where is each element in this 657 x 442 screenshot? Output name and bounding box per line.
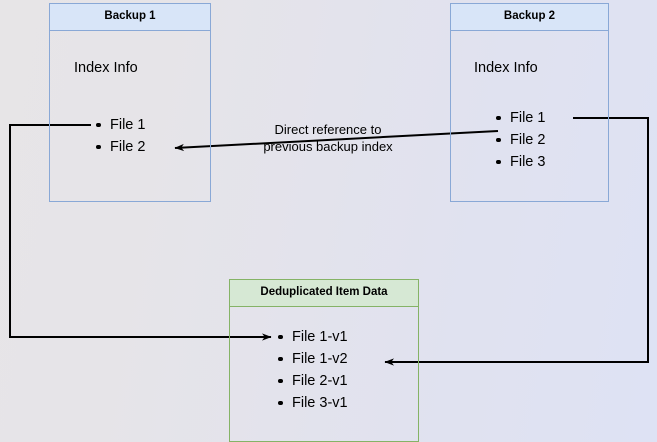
edge-backup1-to-dedup	[9, 124, 272, 341]
list-item: File 1-v1	[278, 326, 348, 348]
node-deduplicated-item-data-body: File 1-v1 File 1-v2 File 2-v1 File 3-v1	[230, 307, 418, 441]
list-item: File 3-v1	[278, 392, 348, 414]
node-backup-2-header: Backup 2	[451, 4, 608, 31]
node-backup-1-body: Index Info File 1 File 2	[50, 31, 210, 201]
list-item: File 3	[496, 151, 545, 173]
list-item: File 1	[496, 107, 545, 129]
node-backup-1-header: Backup 1	[50, 4, 210, 31]
node-deduplicated-item-data[interactable]: Deduplicated Item Data File 1-v1 File 1-…	[229, 279, 419, 442]
node-backup-1[interactable]: Backup 1 Index Info File 1 File 2	[49, 3, 211, 202]
list-item: File 2	[96, 136, 145, 158]
node-backup-2[interactable]: Backup 2 Index Info File 1 File 2 File 3	[450, 3, 609, 202]
edge-label-direct-reference: Direct reference to previous backup inde…	[263, 122, 393, 154]
edge-backup2-to-dedup	[384, 117, 649, 366]
node-backup-2-section-label: Index Info	[474, 59, 538, 76]
node-backup-1-file-list: File 1 File 2	[96, 114, 145, 158]
node-backup-1-section-label: Index Info	[74, 59, 138, 76]
node-backup-2-body: Index Info File 1 File 2 File 3	[451, 31, 608, 201]
node-deduplicated-item-data-file-list: File 1-v1 File 1-v2 File 2-v1 File 3-v1	[278, 326, 348, 414]
list-item: File 2-v1	[278, 370, 348, 392]
node-backup-2-file-list: File 1 File 2 File 3	[496, 107, 545, 173]
node-deduplicated-item-data-header: Deduplicated Item Data	[230, 280, 418, 307]
list-item: File 1	[96, 114, 145, 136]
list-item: File 2	[496, 129, 545, 151]
list-item: File 1-v2	[278, 348, 348, 370]
edge-backup2-to-backup1	[174, 130, 499, 152]
